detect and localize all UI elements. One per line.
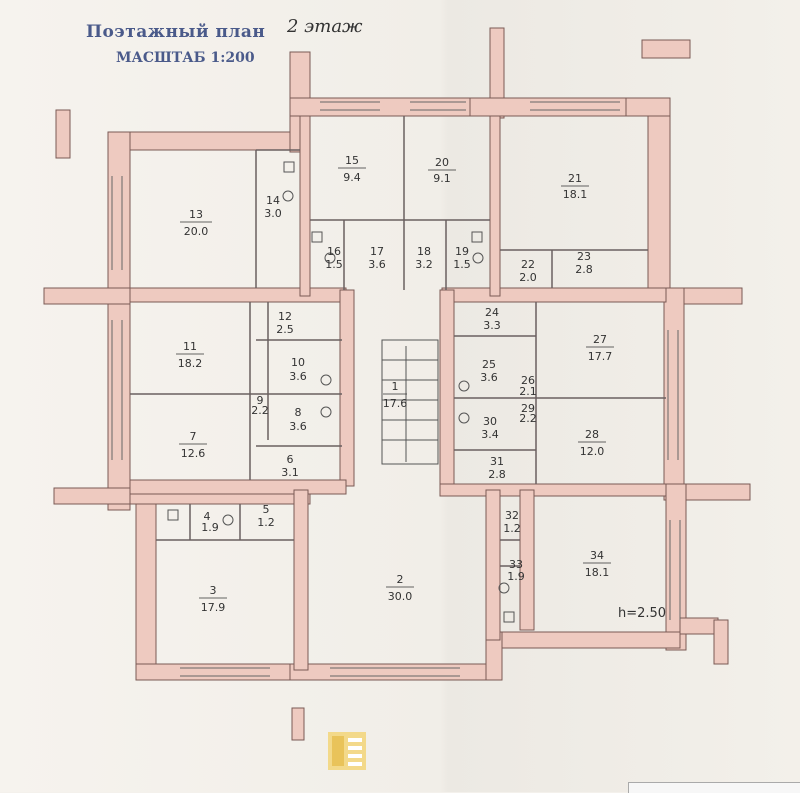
- windows: [111, 101, 681, 677]
- room-area: 3.6: [289, 420, 307, 433]
- room-number: 25: [482, 358, 496, 371]
- room-number: 21: [568, 172, 582, 185]
- room-area: 17.6: [383, 397, 408, 410]
- room-number: 1: [392, 380, 399, 393]
- room-labels: 1 17.6 2 30.0 3 17.9 4 1.9 5 1.2 6 3.1 7…: [176, 154, 614, 614]
- room-number: 5: [263, 503, 270, 516]
- title-block-corner: [628, 782, 800, 793]
- watermark-logo-icon: [328, 732, 366, 770]
- ceiling-height-note: h=2.50: [618, 606, 667, 621]
- room-area: 2.2: [519, 412, 537, 425]
- room-area: 3.0: [264, 207, 282, 220]
- interior-walls: [129, 115, 667, 671]
- room-number: 6: [287, 453, 294, 466]
- room-number: 34: [590, 549, 604, 562]
- room-area: 17.7: [588, 350, 613, 363]
- room-area: 3.1: [281, 466, 299, 479]
- room-area: 30.0: [388, 590, 413, 603]
- room-area: 3.4: [481, 428, 499, 441]
- room-area: 2.8: [488, 468, 506, 481]
- room-number: 16: [327, 245, 341, 258]
- room-area: 18.1: [585, 566, 610, 579]
- room-number: 28: [585, 428, 599, 441]
- room-area: 9.4: [343, 171, 361, 184]
- room-area: 2.1: [519, 385, 537, 398]
- room-area: 1.9: [201, 521, 219, 534]
- room-area: 3.6: [480, 371, 498, 384]
- floor-label: 2 этаж: [287, 16, 363, 37]
- room-number: 18: [417, 245, 431, 258]
- room-area: 12.0: [580, 445, 605, 458]
- room-number: 22: [521, 258, 535, 271]
- room-area: 18.2: [178, 357, 203, 370]
- room-number: 23: [577, 250, 591, 263]
- room-area: 1.2: [503, 522, 521, 535]
- room-number: 7: [190, 430, 197, 443]
- room-area: 12.6: [181, 447, 206, 460]
- room-number: 14: [266, 194, 280, 207]
- room-number: 19: [455, 245, 469, 258]
- room-number: 3: [210, 584, 217, 597]
- room-number: 30: [483, 415, 497, 428]
- room-area: 2.0: [519, 271, 537, 284]
- partitions: [130, 116, 666, 567]
- room-number: 26: [521, 374, 535, 387]
- room-number: 20: [435, 156, 449, 169]
- plan-scale: МАСШТАБ 1:200: [116, 50, 255, 66]
- fixtures: [167, 161, 515, 623]
- room-area: 20.0: [184, 225, 209, 238]
- room-number: 11: [183, 340, 197, 353]
- room-number: 27: [593, 333, 607, 346]
- room-area: 1.2: [257, 516, 275, 529]
- room-area: 3.3: [483, 319, 501, 332]
- room-number: 4: [204, 510, 211, 523]
- room-area: 3.6: [368, 258, 386, 271]
- room-area: 9.1: [433, 172, 451, 185]
- room-number: 12: [278, 310, 292, 323]
- room-number: 33: [509, 558, 523, 571]
- room-number: 29: [521, 402, 535, 415]
- room-area: 2.8: [575, 263, 593, 276]
- room-area: 2.2: [251, 404, 269, 417]
- room-area: 3.6: [289, 370, 307, 383]
- room-area: 17.9: [201, 601, 226, 614]
- room-area: 3.2: [415, 258, 433, 271]
- room-area: 18.1: [563, 188, 588, 201]
- room-area: 1.5: [325, 258, 343, 271]
- room-area: 2.5: [276, 323, 294, 336]
- room-number: 9: [257, 394, 264, 407]
- room-number: 13: [189, 208, 203, 221]
- room-number: 17: [370, 245, 384, 258]
- room-number: 31: [490, 455, 504, 468]
- staircase: [381, 339, 439, 465]
- plan-title: Поэтажный план: [86, 22, 266, 42]
- room-number: 10: [291, 356, 305, 369]
- room-number: 32: [505, 509, 519, 522]
- room-number: 24: [485, 306, 499, 319]
- room-number: 15: [345, 154, 359, 167]
- room-number: 2: [397, 573, 404, 586]
- room-number: 8: [295, 406, 302, 419]
- room-area: 1.9: [507, 570, 525, 583]
- room-area: 1.5: [453, 258, 471, 271]
